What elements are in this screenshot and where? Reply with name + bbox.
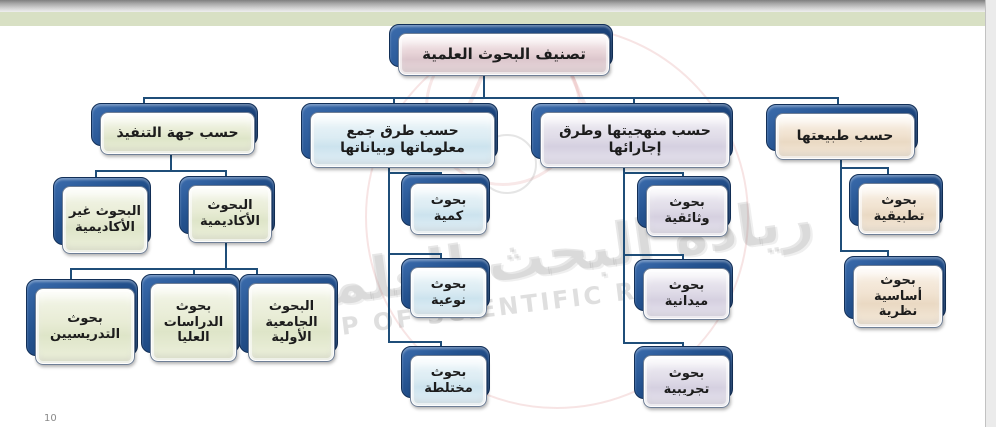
node-graduate-studies-research[interactable]: بحوث الدراسات العليا xyxy=(141,274,240,362)
connector xyxy=(837,97,839,109)
slide-number: 10 xyxy=(44,413,57,424)
node-root[interactable]: تصنيف البحوث العلمية xyxy=(389,24,613,76)
connector xyxy=(840,250,889,252)
node-label: تصنيف البحوث العلمية xyxy=(398,33,610,76)
connector xyxy=(388,172,442,174)
node-label: حسب منهجيتها وطرق إجارائها xyxy=(540,112,730,168)
connector xyxy=(388,341,442,343)
node-label: بحوث التدريسيين xyxy=(35,288,135,365)
node-label: بحوث كمية xyxy=(410,183,487,235)
connector xyxy=(483,76,485,97)
node-undergraduate-university-research[interactable]: البحوث الجامعية الأولية xyxy=(239,274,338,362)
connector xyxy=(623,254,684,256)
node-basic-theoretical-research[interactable]: بحوث أساسية نظرية xyxy=(844,256,946,328)
node-experimental-research[interactable]: بحوث تجريبية xyxy=(634,346,733,408)
node-mixed-research[interactable]: بحوث مختلطة xyxy=(401,346,490,407)
connector xyxy=(623,172,684,174)
node-academic-research[interactable]: البحوث الأكاديمية xyxy=(179,176,275,243)
connector xyxy=(388,168,390,343)
connector xyxy=(623,168,625,344)
node-field-research[interactable]: بحوث ميدانية xyxy=(634,259,733,320)
node-non-academic-research[interactable]: البحوث غير الأكاديمية xyxy=(53,177,151,254)
node-applied-research[interactable]: بحوث تطبيقية xyxy=(849,174,943,235)
node-by-methodology[interactable]: حسب منهجيتها وطرق إجارائها xyxy=(531,103,733,168)
node-by-data-collection[interactable]: حسب طرق جمع معلوماتها وبياناتها xyxy=(301,103,498,168)
node-quantitative-research[interactable]: بحوث كمية xyxy=(401,174,490,235)
slide-top-gray-bar xyxy=(0,0,985,12)
slide-top-green-strip xyxy=(0,12,985,26)
slide-right-gutter xyxy=(985,0,996,427)
node-label: بحوث تطبيقية xyxy=(858,183,940,235)
node-label: حسب جهة التنفيذ xyxy=(100,112,255,155)
node-label: بحوث وثائقية xyxy=(646,185,728,237)
node-qualitative-research[interactable]: بحوث نوعية xyxy=(401,258,490,318)
connector xyxy=(70,268,258,270)
connector xyxy=(225,243,227,270)
node-label: البحوث غير الأكاديمية xyxy=(62,186,148,254)
node-by-nature[interactable]: حسب طبيعتها xyxy=(766,104,918,160)
node-documentary-research[interactable]: بحوث وثائقية xyxy=(637,176,731,237)
node-label: حسب طبيعتها xyxy=(775,113,915,160)
connector xyxy=(623,342,684,344)
node-label: بحوث الدراسات العليا xyxy=(150,283,237,362)
connector xyxy=(388,253,442,255)
node-label: بحوث أساسية نظرية xyxy=(853,265,943,328)
node-by-executor[interactable]: حسب جهة التنفيذ xyxy=(91,103,258,155)
node-label: بحوث نوعية xyxy=(410,267,487,318)
node-label: البحوث الجامعية الأولية xyxy=(248,283,335,362)
node-label: حسب طرق جمع معلوماتها وبياناتها xyxy=(310,112,495,168)
node-teachers-research[interactable]: بحوث التدريسيين xyxy=(26,279,138,365)
connector xyxy=(840,167,889,169)
node-label: بحوث ميدانية xyxy=(643,268,730,320)
node-label: بحوث مختلطة xyxy=(410,355,487,407)
connector xyxy=(95,170,227,172)
node-label: البحوث الأكاديمية xyxy=(188,185,272,243)
connector xyxy=(170,155,172,171)
connector xyxy=(840,160,842,252)
node-label: بحوث تجريبية xyxy=(643,355,730,408)
connector xyxy=(143,97,839,99)
